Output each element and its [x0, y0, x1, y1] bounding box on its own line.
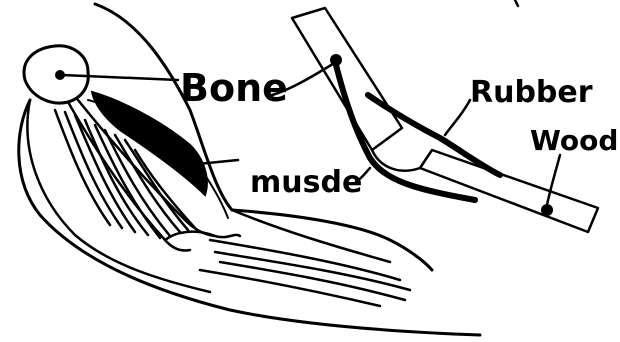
label-rubber: Rubber — [470, 75, 593, 110]
label-wood: Wood — [530, 124, 618, 157]
label-muscle: musde — [250, 165, 362, 200]
stray-mark — [515, 0, 518, 6]
wood-plank-lower — [420, 150, 598, 232]
bone-label-leader — [62, 75, 178, 80]
rubber-label-leader — [445, 100, 470, 135]
label-bone: Bone — [180, 66, 288, 110]
wood-label-leader — [547, 155, 560, 205]
forearm-tendons — [200, 210, 410, 306]
elbow-joint — [165, 232, 240, 240]
